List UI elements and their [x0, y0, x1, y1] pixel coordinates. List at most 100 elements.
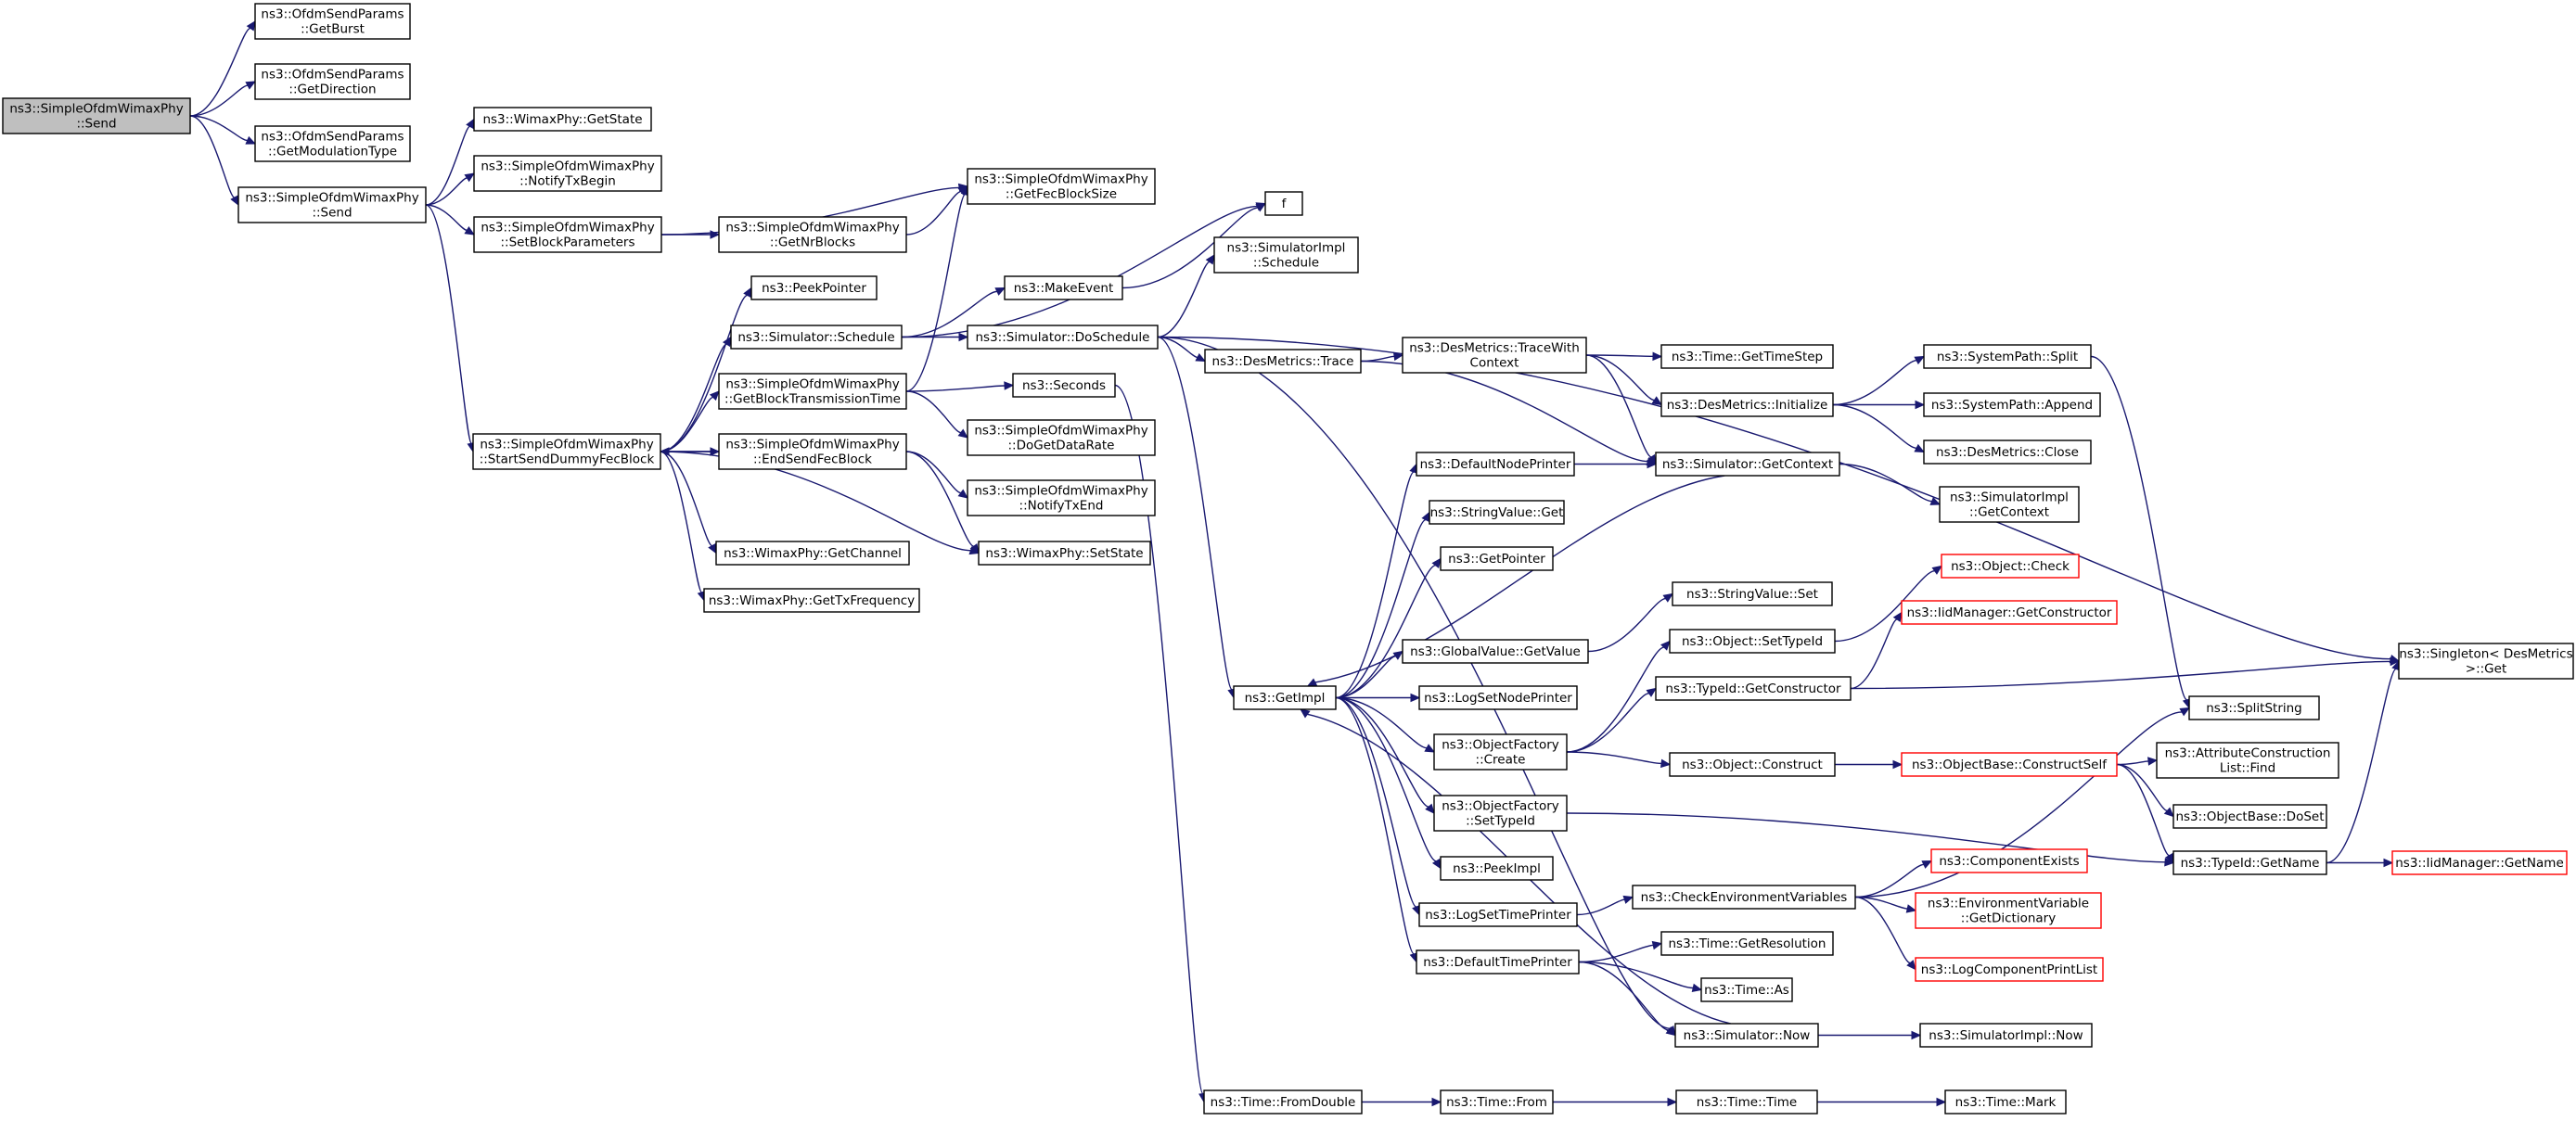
call-edge [1835, 759, 1903, 770]
call-edge [1854, 860, 1933, 898]
function-node-iidGetCtor[interactable]: ns3::IidManager::GetConstructor [1901, 600, 2118, 625]
function-node-strValSet[interactable]: ns3::StringValue::Set [1672, 581, 1833, 606]
function-node-envGetDict[interactable]: ns3::EnvironmentVariable::GetDictionary [1915, 892, 2102, 929]
function-node-timeTime[interactable]: ns3::Time::Time [1675, 1089, 1818, 1115]
function-node-endSend[interactable]: ns3::SimpleOfdmWimaxPhy::EndSendFecBlock [718, 433, 907, 470]
function-node-doSchedule[interactable]: ns3::Simulator::DoSchedule [967, 325, 1159, 350]
function-node-startSend[interactable]: ns3::SimpleOfdmWimaxPhy::StartSendDummyF… [472, 433, 661, 470]
function-node-desInit[interactable]: ns3::DesMetrics::Initialize [1660, 392, 1834, 417]
node-box [1660, 344, 1834, 369]
function-node-logSetTimePrinter[interactable]: ns3::LogSetTimePrinter [1418, 902, 1578, 927]
node-box [967, 168, 1156, 205]
function-node-peekPointer[interactable]: ns3::PeekPointer [750, 275, 878, 300]
function-node-getChannel[interactable]: ns3::WimaxPhy::GetChannel [715, 541, 910, 566]
node-label: ns3::DesMetrics::Close [1936, 445, 2079, 460]
function-node-simNow[interactable]: ns3::Simulator::Now [1674, 1023, 1819, 1048]
function-node-strValGet[interactable]: ns3::StringValue::Get [1429, 500, 1565, 525]
function-node-timeFromDouble[interactable]: ns3::Time::FromDouble [1203, 1089, 1363, 1115]
node-label: ns3::SimpleOfdmWimaxPhy [480, 438, 653, 452]
function-node-peekImpl[interactable]: ns3::PeekImpl [1440, 856, 1554, 881]
function-node-notifyTxEnd[interactable]: ns3::SimpleOfdmWimaxPhy::NotifyTxEnd [967, 479, 1156, 516]
node-label: ns3::Time::Time [1697, 1095, 1797, 1110]
function-node-getModType[interactable]: ns3::OfdmSendParams::GetModulationType [254, 125, 411, 162]
function-node-getTimeStep[interactable]: ns3::Time::GetTimeStep [1660, 344, 1834, 369]
function-node-defNodePrinter[interactable]: ns3::DefaultNodePrinter [1416, 452, 1575, 477]
node-box [254, 63, 411, 100]
function-node-getBurst[interactable]: ns3::OfdmSendParams::GetBurst [254, 3, 411, 40]
function-node-getFecBlockSize[interactable]: ns3::SimpleOfdmWimaxPhy::GetFecBlockSize [967, 168, 1156, 205]
node-label: ::Create [1476, 753, 1526, 768]
function-node-timeGetRes[interactable]: ns3::Time::GetResolution [1660, 931, 1834, 956]
function-node-root[interactable]: ns3::SimpleOfdmWimaxPhy::Send [2, 97, 191, 134]
function-node-getNrBlocks[interactable]: ns3::SimpleOfdmWimaxPhy::GetNrBlocks [718, 216, 907, 253]
node-box [2188, 695, 2320, 720]
node-box [472, 433, 661, 470]
function-node-getState[interactable]: ns3::WimaxPhy::GetState [473, 107, 652, 132]
function-node-singletonGet[interactable]: ns3::Singleton< DesMetrics >::Get [2398, 643, 2574, 680]
node-label: ns3::StringValue::Get [1430, 505, 1564, 520]
node-label: ns3::GlobalValue::GetValue [1410, 644, 1581, 659]
function-node-logCompPrintList[interactable]: ns3::LogComponentPrintList [1915, 957, 2104, 982]
node-box [1669, 629, 1836, 654]
function-node-timeAs[interactable]: ns3::Time::As [1700, 977, 1793, 1002]
function-node-objFactCreate[interactable]: ns3::ObjectFactory::Create [1433, 733, 1568, 771]
function-node-defTimePrinter[interactable]: ns3::DefaultTimePrinter [1416, 949, 1580, 975]
function-node-objSetTypeId[interactable]: ns3::Object::SetTypeId [1669, 629, 1836, 654]
function-node-getPointer[interactable]: ns3::GetPointer [1440, 546, 1554, 571]
function-node-desClose[interactable]: ns3::DesMetrics::Close [1923, 439, 2092, 465]
function-node-notifyTxBegin[interactable]: ns3::SimpleOfdmWimaxPhy::NotifyTxBegin [473, 155, 662, 192]
function-node-checkEnvVars[interactable]: ns3::CheckEnvironmentVariables [1632, 885, 1856, 910]
function-node-simImplGetCtx[interactable]: ns3::SimulatorImpl::GetContext [1939, 486, 2080, 523]
node-box [1655, 676, 1852, 701]
call-edge [1854, 707, 2191, 898]
function-node-objConstruct[interactable]: ns3::Object::Construct [1669, 752, 1836, 777]
call-edge [1587, 592, 1674, 653]
function-node-makeEvent[interactable]: ns3::MakeEvent [1004, 275, 1123, 300]
node-label: ns3::Simulator::GetContext [1662, 457, 1833, 472]
function-node-getDirection[interactable]: ns3::OfdmSendParams::GetDirection [254, 63, 411, 100]
function-node-simImplSchedule[interactable]: ns3::SimulatorImpl::Schedule [1213, 236, 1359, 274]
call-edge [1834, 565, 1943, 643]
function-node-compExists[interactable]: ns3::ComponentExists [1930, 848, 2088, 873]
function-node-setState[interactable]: ns3::WimaxPhy::SetState [978, 541, 1151, 566]
function-node-sysSplit[interactable]: ns3::SystemPath::Split [1923, 344, 2092, 369]
call-edge [901, 332, 969, 342]
call-edge [1335, 511, 1430, 699]
function-node-getContext[interactable]: ns3::Simulator::GetContext [1655, 452, 1840, 477]
function-node-objCheck[interactable]: ns3::Object::Check [1941, 554, 2080, 579]
function-node-getBlockTxTime[interactable]: ns3::SimpleOfdmWimaxPhy::GetBlockTransmi… [718, 373, 907, 410]
node-label: ns3::Time::As [1704, 983, 1789, 998]
node-box [1941, 554, 2080, 579]
node-box [1418, 685, 1578, 710]
node-box [1203, 1089, 1363, 1115]
function-node-objBaseDoSet[interactable]: ns3::ObjectBase::DoSet [2172, 804, 2327, 829]
function-node-constructSelf[interactable]: ns3::ObjectBase::ConstructSelf [1901, 752, 2118, 777]
function-node-seconds[interactable]: ns3::Seconds [1012, 373, 1116, 398]
node-label: ns3::SplitString [2206, 701, 2302, 716]
node-label: >::Get [2466, 662, 2506, 677]
function-node-simImplNow[interactable]: ns3::SimulatorImpl::Now [1919, 1023, 2093, 1048]
function-node-logSetNodePrinter[interactable]: ns3::LogSetNodePrinter [1418, 685, 1578, 710]
function-node-simSchedule[interactable]: ns3::Simulator::Schedule [730, 325, 903, 350]
function-node-iidGetName[interactable]: ns3::IidManager::GetName [2391, 850, 2568, 875]
function-node-getImpl[interactable]: ns3::GetImpl [1233, 685, 1337, 710]
function-node-typeIdGetName[interactable]: ns3::TypeId::GetName [2172, 850, 2327, 875]
node-box [1660, 931, 1834, 956]
function-node-sysAppend[interactable]: ns3::SystemPath::Append [1923, 392, 2101, 417]
function-node-timeMark[interactable]: ns3::Time::Mark [1944, 1089, 2067, 1115]
function-node-timeFrom[interactable]: ns3::Time::From [1440, 1089, 1554, 1115]
function-node-send2[interactable]: ns3::SimpleOfdmWimaxPhy::Send [237, 186, 427, 223]
function-node-typeIdGetCtor[interactable]: ns3::TypeId::GetConstructor [1655, 676, 1852, 701]
function-node-desTrace[interactable]: ns3::DesMetrics::Trace [1204, 349, 1362, 374]
function-node-objFactSetTypeId[interactable]: ns3::ObjectFactory::SetTypeId [1433, 795, 1568, 832]
function-node-doGetDataRate[interactable]: ns3::SimpleOfdmWimaxPhy::DoGetDataRate [967, 419, 1156, 456]
function-node-setBlockParams[interactable]: ns3::SimpleOfdmWimaxPhy::SetBlockParamet… [473, 216, 662, 253]
node-label: ns3::OfdmSendParams [261, 68, 404, 83]
call-edge [1850, 611, 1903, 690]
function-node-f[interactable]: f [1264, 191, 1303, 216]
function-node-splitString[interactable]: ns3::SplitString [2188, 695, 2320, 720]
function-node-getTxFreq[interactable]: ns3::WimaxPhy::GetTxFrequency [703, 588, 920, 613]
function-node-globalGetValue[interactable]: ns3::GlobalValue::GetValue [1402, 639, 1589, 664]
